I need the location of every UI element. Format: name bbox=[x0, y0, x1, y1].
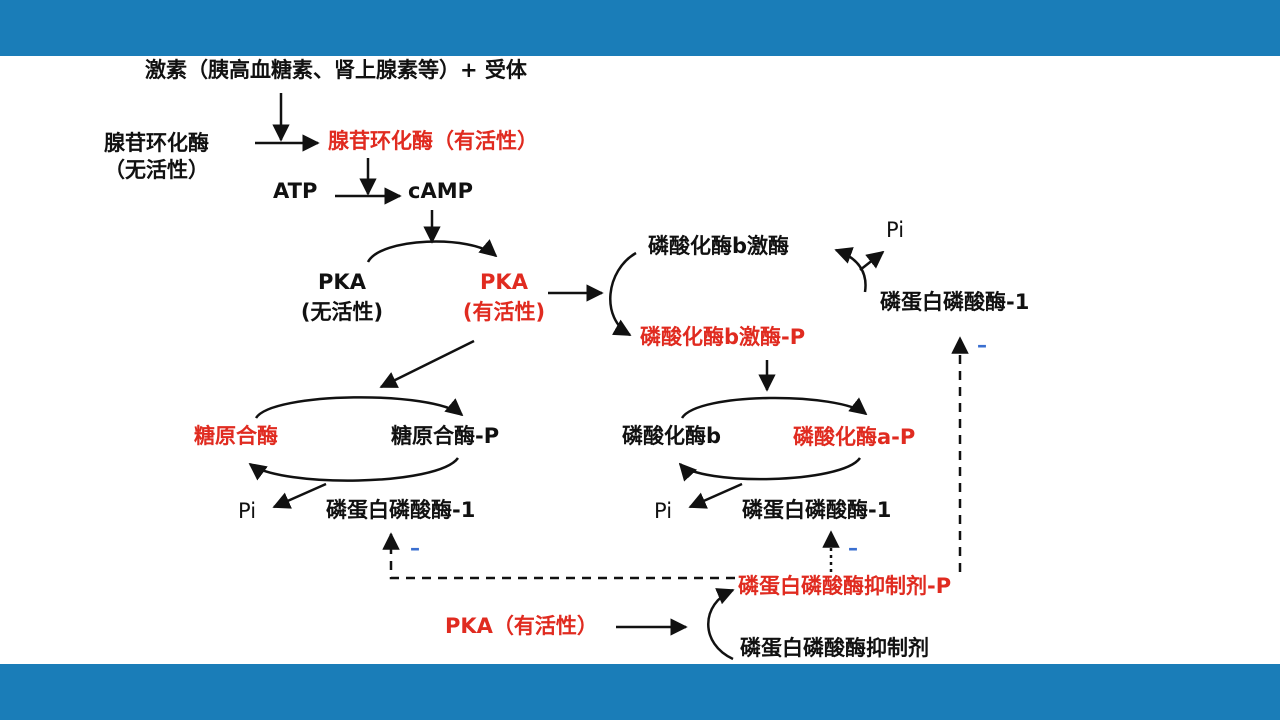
pka-inactive-name: PKA bbox=[318, 270, 366, 294]
minus-sign-phosphorylase: – bbox=[848, 536, 858, 560]
arrow-kinase-pi bbox=[859, 250, 885, 271]
bottom-banner bbox=[0, 664, 1280, 720]
pka-inactive-state: (无活性) bbox=[300, 300, 384, 324]
adenylyl-cyclase-name: 腺苷环化酶 bbox=[104, 131, 209, 155]
hormone-receptor-label: 激素（胰高血糖素、肾上腺素等）+ 受体 bbox=[145, 58, 527, 82]
arrow-phosphorylase-dephosphorylation bbox=[678, 457, 862, 482]
arrow-phosphorylase-pi bbox=[688, 482, 743, 509]
pka-active: PKA (有活性) bbox=[458, 267, 550, 327]
pka-inactive: PKA (无活性) bbox=[297, 267, 387, 327]
pp1-kinase: 磷蛋白磷酸酶-1 bbox=[880, 290, 1030, 314]
pi-phosphorylase: Pi bbox=[654, 499, 673, 523]
atp-label: ATP bbox=[273, 179, 318, 203]
arrow-kinase-dephosphorylation bbox=[834, 247, 867, 293]
arrow-kinase-phosphorylation bbox=[609, 251, 637, 337]
inhibitor: 磷蛋白磷酸酶抑制剂 bbox=[740, 636, 929, 660]
phosphorylase-b: 磷酸化酶b bbox=[622, 424, 722, 448]
adenylyl-cyclase-inactive: 腺苷环化酶 （无活性） bbox=[104, 130, 209, 184]
glycogen-synthase-p: 糖原合酶-P bbox=[391, 424, 500, 448]
phosphorylase-a-p: 磷酸化酶a-P bbox=[793, 425, 916, 449]
arrow-phosphorylase-phosphorylation bbox=[680, 396, 868, 419]
top-banner bbox=[0, 0, 1280, 56]
adenylyl-cyclase-active: 腺苷环化酶（有活性） bbox=[328, 129, 538, 153]
inhibitor-p: 磷蛋白磷酸酶抑制剂-P bbox=[738, 574, 952, 598]
minus-sign-synthase: – bbox=[410, 536, 420, 560]
pp1-synthase: 磷蛋白磷酸酶-1 bbox=[326, 498, 476, 522]
arrow-pka-to-synthase bbox=[379, 339, 475, 389]
dashed-inhibition-left bbox=[382, 532, 735, 580]
glycogen-synthase: 糖原合酶 bbox=[194, 424, 278, 448]
arrow-pka-arc bbox=[366, 239, 498, 263]
pi-kinase: Pi bbox=[886, 218, 905, 242]
pka-active-name: PKA bbox=[480, 270, 528, 294]
phosphorylase-kinase: 磷酸化酶b激酶 bbox=[648, 234, 790, 258]
camp-label: cAMP bbox=[408, 179, 473, 203]
pka-active-bottom: PKA（有活性） bbox=[445, 614, 598, 638]
arrow-synthase-phosphorylation bbox=[254, 396, 464, 419]
arrow-inhibitor-arc bbox=[707, 588, 735, 661]
arrow-synthase-pi bbox=[272, 482, 327, 509]
minus-sign-kinase: – bbox=[977, 333, 987, 357]
arrow-synthase-dephosphorylation bbox=[248, 457, 460, 482]
pi-synthase: Pi bbox=[238, 499, 257, 523]
phosphorylase-kinase-p: 磷酸化酶b激酶-P bbox=[640, 325, 806, 349]
pp1-phosphorylase: 磷蛋白磷酸酶-1 bbox=[742, 498, 892, 522]
adenylyl-cyclase-state: （无活性） bbox=[104, 158, 209, 182]
pka-active-state: (有活性) bbox=[462, 300, 546, 324]
